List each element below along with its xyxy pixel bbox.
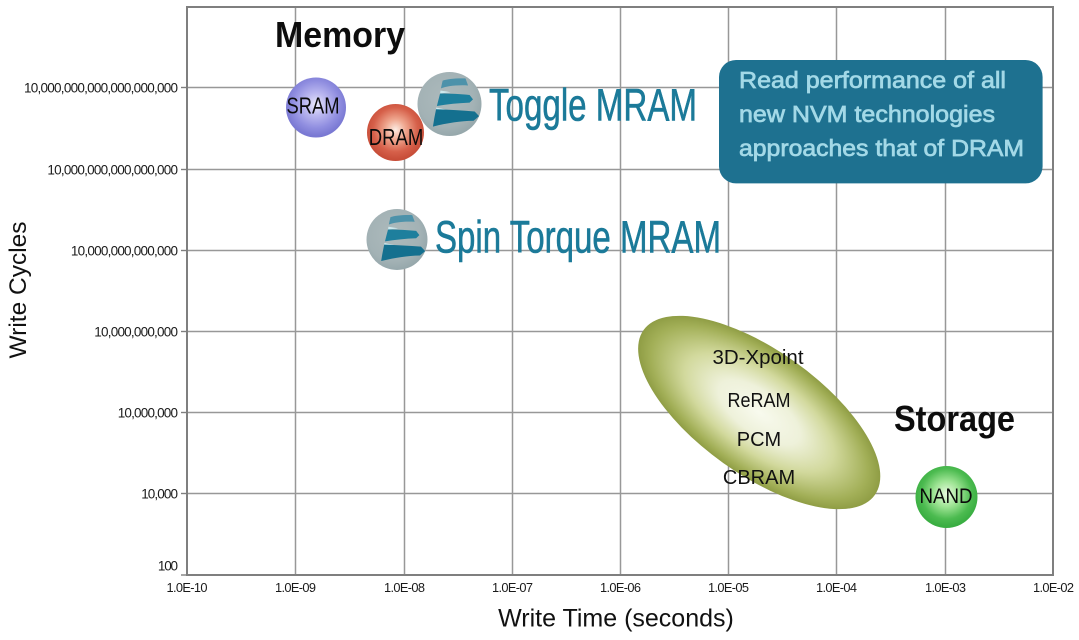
- svg-text:1.0E-06: 1.0E-06: [600, 580, 641, 595]
- svg-text:10,000,000,000,000: 10,000,000,000,000: [71, 243, 178, 258]
- svg-text:1.0E-09: 1.0E-09: [275, 580, 316, 595]
- svg-text:CBRAM: CBRAM: [723, 467, 795, 489]
- svg-text:1.0E-08: 1.0E-08: [384, 580, 425, 595]
- svg-text:10,000,000: 10,000,000: [118, 405, 178, 420]
- svg-text:1.0E-05: 1.0E-05: [708, 580, 749, 595]
- svg-text:Toggle MRAM: Toggle MRAM: [489, 80, 697, 131]
- svg-text:PCM: PCM: [737, 429, 781, 451]
- svg-text:Read performance of all: Read performance of all: [739, 67, 1006, 93]
- svg-text:1.0E-07: 1.0E-07: [492, 580, 533, 595]
- svg-text:Write Time (seconds): Write Time (seconds): [498, 605, 734, 633]
- svg-text:Memory: Memory: [275, 14, 405, 55]
- svg-text:Spin Torque MRAM: Spin Torque MRAM: [435, 212, 721, 263]
- svg-text:SRAM: SRAM: [287, 93, 340, 119]
- svg-text:approaches that of DRAM: approaches that of DRAM: [739, 135, 1024, 161]
- svg-text:new NVM technologies: new NVM technologies: [739, 101, 995, 127]
- svg-text:100: 100: [158, 559, 178, 574]
- svg-text:1.0E-10: 1.0E-10: [167, 580, 208, 595]
- svg-text:10,000,000,000: 10,000,000,000: [94, 324, 178, 339]
- svg-text:NAND: NAND: [920, 484, 973, 508]
- svg-text:3D-Xpoint: 3D-Xpoint: [713, 347, 804, 369]
- svg-text:DRAM: DRAM: [369, 124, 424, 150]
- svg-text:10,000,000,000,000,000,000: 10,000,000,000,000,000,000: [24, 81, 178, 96]
- svg-text:ReRAM: ReRAM: [728, 390, 791, 412]
- svg-text:1.0E-04: 1.0E-04: [816, 580, 857, 595]
- svg-text:Storage: Storage: [894, 398, 1015, 439]
- svg-text:10,000,000,000,000,000: 10,000,000,000,000,000: [47, 162, 178, 177]
- svg-text:Write Cycles: Write Cycles: [5, 221, 32, 358]
- svg-text:1.0E-03: 1.0E-03: [925, 580, 966, 595]
- svg-text:10,000: 10,000: [141, 487, 178, 502]
- svg-text:1.0E-02: 1.0E-02: [1033, 580, 1074, 595]
